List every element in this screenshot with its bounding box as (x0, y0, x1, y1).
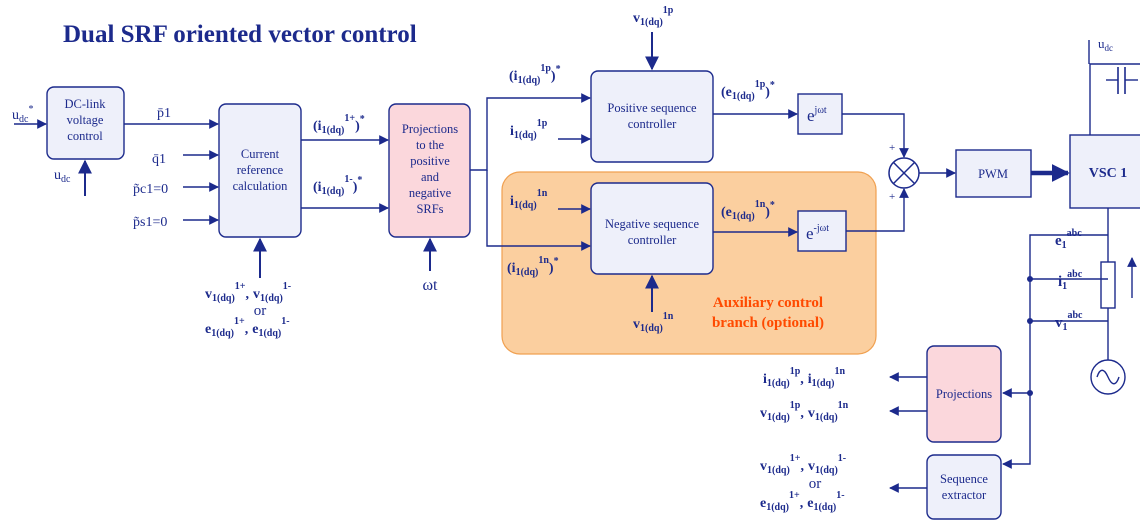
label-e1abc: e1abc (1055, 228, 1082, 251)
label-v1abc: v1abc (1055, 310, 1083, 333)
current-ref-label-1: Current (241, 147, 280, 161)
label-udc-fb: udc (54, 168, 71, 185)
seq-extractor-label-1: Sequence (940, 472, 988, 486)
label-udc-top: udc (1098, 36, 1113, 53)
label-e-pm-out: e1(dq)1+,e1(dq)1- (760, 490, 845, 513)
label-i1p-ref: (i1(dq)1p)* (509, 63, 561, 86)
neg-controller-label-2: controller (628, 233, 677, 247)
label-e1n-ref: (e1(dq)1n)* (721, 199, 775, 222)
label-i1n-ref: (i1(dq)1n)* (507, 255, 559, 278)
projections-block (926, 345, 1002, 443)
label-e-pm: e1(dq)1+,e1(dq)1- (205, 316, 290, 339)
current-ref-label-3: calculation (233, 179, 289, 193)
label-i1n: i1(dq)1n (510, 188, 548, 211)
label-or-1: or (254, 303, 267, 319)
proj-srf-label-2: to the (416, 138, 445, 152)
proj-srf-label-6: SRFs (416, 202, 443, 216)
label-i-plus-ref: (i1(dq)1+)* (313, 113, 365, 136)
label-q1: q̄1 (152, 152, 166, 167)
label-i-pn: i1(dq)1p,i1(dq)1n (763, 366, 845, 389)
sequence-extractor-block (926, 454, 1002, 520)
label-p1: p̄1 (157, 106, 171, 121)
dc-link-voltage-control-block (46, 86, 125, 160)
projections-label: Projections (936, 387, 992, 401)
label-e1p-ref: (e1(dq)1p)* (721, 79, 775, 102)
proj-srf-label-4: and (421, 170, 440, 184)
proj-srf-label-1: Projections (402, 122, 458, 136)
junction-dot-2 (1027, 318, 1033, 324)
pos-controller-label-2: controller (628, 117, 677, 131)
dc-link-label-2: voltage (67, 113, 104, 127)
label-v1n-bottom: v1(dq)1n (633, 311, 674, 334)
label-i1p: i1(dq)1p (510, 118, 548, 141)
ac-source-sine (1096, 369, 1120, 385)
wire-emjwt-sum (846, 188, 909, 232)
label-v-pm: v1(dq)1+,v1(dq)1- (205, 281, 291, 304)
negative-sequence-controller-block (590, 182, 714, 275)
emjwt-label: e-jωt (806, 223, 829, 243)
vsc1-label: VSC 1 (1089, 166, 1128, 181)
proj-srf-label-5: negative (409, 186, 452, 200)
aux-branch-label-line2: branch (optional) (712, 315, 824, 331)
junction-dot-1 (1027, 276, 1033, 282)
wire-i1p-ref (470, 93, 591, 171)
dc-link-label-1: DC-link (65, 97, 107, 111)
label-i1abc: i1abc (1058, 269, 1083, 292)
proj-srf-label-3: positive (410, 154, 450, 168)
label-i-minus-ref: (i1(dq)1-)* (313, 174, 362, 197)
vsc1-block (1069, 134, 1140, 209)
emjwt-block (797, 210, 847, 252)
pwm-label: PWM (978, 167, 1008, 181)
wire-measurement-bus (1002, 234, 1108, 469)
junction-dot-3 (1027, 390, 1033, 396)
dc-link-label-3: control (67, 129, 103, 143)
sum-cross-2 (892, 161, 916, 185)
label-v-pm-out: v1(dq)1+,v1(dq)1- (760, 453, 846, 476)
label-omega-t: ωt (423, 277, 439, 294)
label-pc1: p̃c1=0 (133, 182, 168, 197)
label-or-2: or (809, 476, 822, 492)
wire-i1n-ref (486, 170, 591, 251)
current-ref-label-2: reference (237, 163, 284, 177)
label-ps1: p̃s1=0 (133, 215, 167, 230)
ac-line-impedance (1100, 261, 1116, 309)
seq-extractor-label-2: extractor (942, 488, 987, 502)
pos-controller-label-1: Positive sequence (607, 101, 697, 115)
sum-plus-bottom: + (889, 191, 895, 203)
wire-ejwt-sum (842, 113, 909, 158)
sum-plus-top: + (889, 142, 895, 154)
wire-dc-bus (1089, 63, 1140, 135)
label-udc-ref: udc* (12, 104, 33, 125)
label-v1p-top: v1(dq)1p (633, 5, 674, 28)
aux-branch-label-line1: Auxiliary control (713, 295, 823, 311)
diagram-title: Dual SRF oriented vector control (63, 21, 417, 48)
label-v-pn: v1(dq)1p,v1(dq)1n (760, 400, 849, 423)
ejwt-label: ejωt (807, 105, 827, 125)
positive-sequence-controller-block (590, 70, 714, 163)
neg-controller-label-1: Negative sequence (605, 217, 700, 231)
current-reference-block (218, 103, 302, 238)
